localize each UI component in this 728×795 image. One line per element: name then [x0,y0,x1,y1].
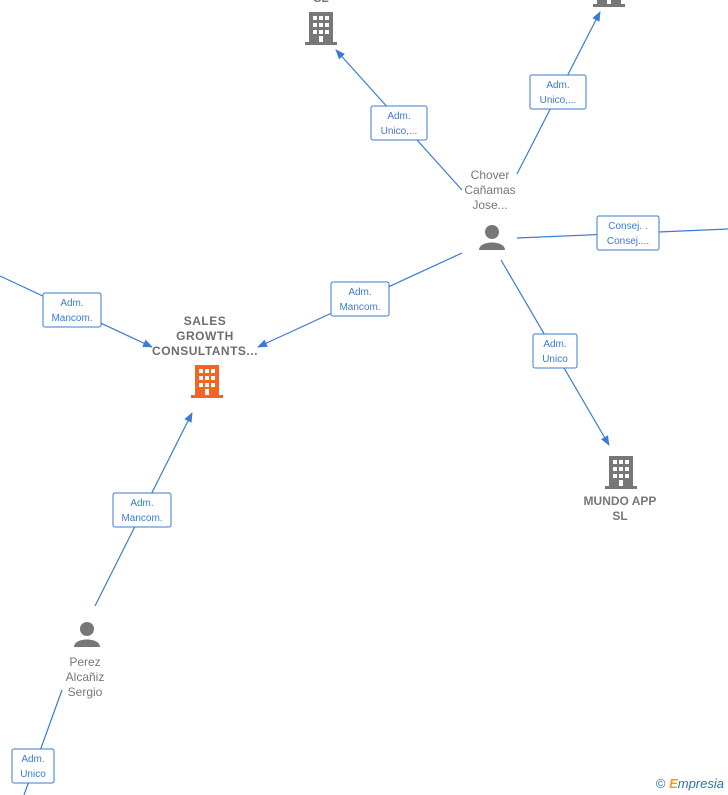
brand-rest: mpresia [677,776,724,791]
person-label-line: Alcañiz [66,670,105,684]
person-node-chover[interactable]: Chover Cañamas Jose... [464,168,516,250]
edge-label-line: Mancom. [51,313,92,324]
edge-label-e8[interactable]: Adm. Unico [11,748,55,784]
company-node-top[interactable]: SL [305,0,337,45]
edge-label-line: Adm. [130,498,153,509]
company-node-sales[interactable]: SALES GROWTH CONSULTANTS... [152,314,258,398]
building-icon [593,0,625,7]
edge-label-line: Consej.... [607,236,649,247]
edge-label-line: Unico [542,354,568,365]
company-label-line: SALES [184,314,227,328]
edge-label-line: Consej. . [608,221,647,232]
edge-label-e1[interactable]: Adm. Unico,... [370,105,428,141]
company-node-top-right[interactable] [593,0,625,7]
brand-initial: E [669,776,678,791]
company-label-line: GROWTH [176,329,234,343]
edge-label-line: Unico,... [540,95,577,106]
building-icon [305,12,337,45]
edge-label-line: Adm. [543,339,566,350]
edge-label-line: Adm. [60,298,83,309]
person-label-line: Jose... [472,198,507,212]
person-label-line: Sergio [68,685,103,699]
person-label-line: Chover [471,168,510,182]
copyright-symbol: © [655,776,666,791]
edge-label-line: Unico [20,769,46,780]
person-label-line: Perez [69,655,100,669]
edge-label-e3[interactable]: Consej. . Consej.... [596,215,660,251]
edge-label-e2[interactable]: Adm. Unico,... [529,74,587,110]
company-node-mundo[interactable]: MUNDO APP SL [584,456,657,523]
company-label-line: CONSULTANTS... [152,344,258,358]
edge-label-line: Adm. [387,111,410,122]
company-label-line: SL [612,509,627,523]
building-icon [191,365,223,398]
edge-label-e5[interactable]: Adm. Mancom. [42,292,102,328]
person-node-perez[interactable]: Perez Alcañiz Sergio [66,622,105,699]
building-icon [605,456,637,489]
edge-label-line: Adm. [348,287,371,298]
edge-label-e6[interactable]: Adm. Unico [532,333,578,369]
brand-name: Empresia [669,776,724,791]
edge-label-line: Adm. [546,80,569,91]
person-icon [479,225,505,250]
edge-label-line: Adm. [21,754,44,765]
edge-label-line: Unico,... [381,126,418,137]
company-label-top: SL [313,0,328,5]
edge-label-line: Mancom. [121,513,162,524]
person-label-line: Cañamas [464,183,515,197]
person-icon [74,622,100,647]
edge-label-e7[interactable]: Adm. Mancom. [112,492,172,528]
edge-label-e4[interactable]: Adm. Mancom. [330,281,390,317]
company-label-line: MUNDO APP [584,494,657,508]
empresia-logo: © Empresia [656,776,724,791]
edge-label-line: Mancom. [339,302,380,313]
